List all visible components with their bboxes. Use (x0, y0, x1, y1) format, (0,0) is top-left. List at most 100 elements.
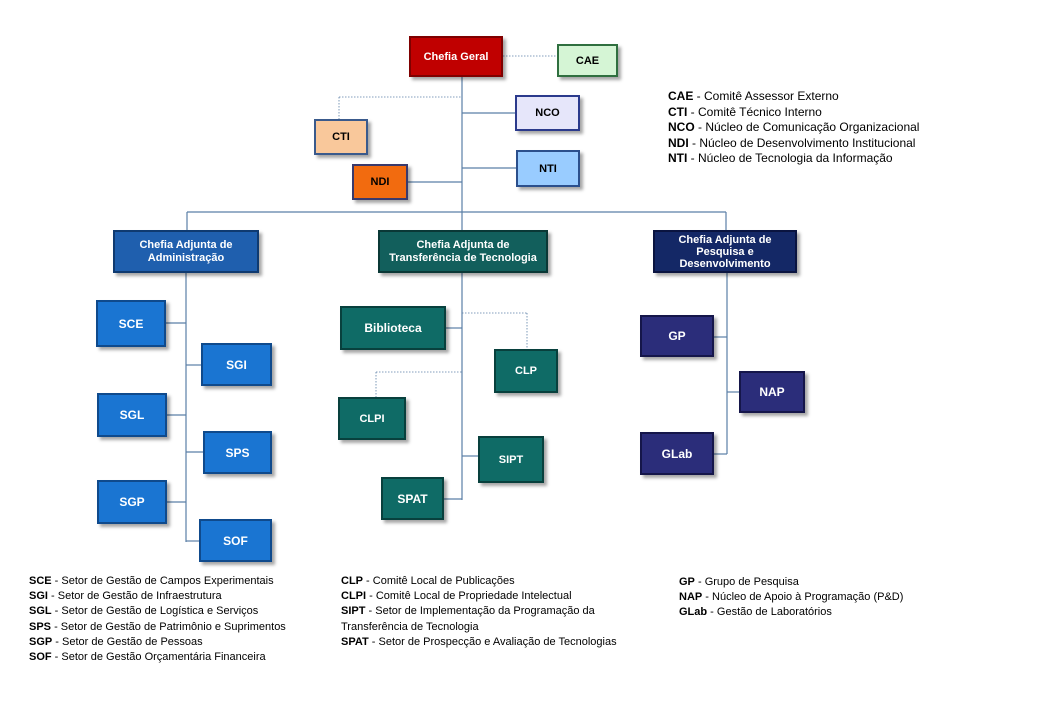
node-label: CTI (332, 131, 350, 143)
node-label: GLab (661, 446, 693, 461)
legend-abbr: GP (679, 576, 695, 588)
legend-abbr: SGL (29, 605, 52, 618)
node-biblioteca: Biblioteca (340, 306, 446, 350)
legend-desc: Setor de Gestão de Campos Experimentais (61, 575, 274, 587)
node-label: CLP (515, 365, 537, 377)
legend-desc: Setor de Gestão de Logística e Serviços (61, 605, 259, 618)
legend-desc: Grupo de Pesquisa (704, 576, 799, 588)
node-label: Chefia Adjunta de Pesquisa e Desenvolvim… (678, 233, 772, 270)
legend-abbr: SIPT (341, 605, 366, 618)
legend-desc: Setor de Implementação da Programação da (375, 605, 595, 618)
node-chefia-adjunta-administracao: Chefia Adjunta de Administração (113, 230, 259, 273)
legend-desc: Núcleo de Comunicação Organizacional (705, 120, 920, 134)
legend-entry: SCE - Setor de Gestão de Campos Experime… (29, 575, 274, 587)
legend-desc: Núcleo de Desenvolvimento Institucional (699, 135, 916, 150)
node-label: SGP (119, 495, 145, 509)
node-sgl: SGL (97, 393, 167, 437)
legend-entry: GP - Grupo de Pesquisa (679, 576, 799, 588)
node-label: SIPT (498, 453, 524, 466)
legend-abbr: CAE (668, 89, 694, 103)
legend-entry: CAE - Comitê Assessor Externo (668, 89, 839, 103)
node-label: Biblioteca (364, 321, 422, 335)
node-sof: SOF (199, 519, 272, 562)
node-sps: SPS (203, 431, 272, 474)
node-label: Chefia Adjunta de Transferência de Tecno… (389, 238, 537, 264)
legend-abbr: GLab (679, 606, 708, 619)
node-label: SPS (225, 445, 250, 460)
legend-desc: Comitê Assessor Externo (704, 89, 839, 103)
node-label: CLPI (359, 412, 385, 425)
legend-entry: SPS - Setor de Gestão de Patrimônio e Su… (29, 620, 286, 633)
node-sgi: SGI (201, 343, 272, 386)
node-glab: GLab (640, 432, 714, 475)
legend-desc: Núcleo de Apoio à Programação (P&D) (712, 591, 904, 604)
legend-desc: Setor de Gestão de Patrimônio e Suprimen… (60, 620, 286, 633)
legend-desc: Transferência de Tecnologia (341, 620, 479, 633)
node-label: SCE (118, 316, 144, 331)
legend-entry: Transferência de Tecnologia (341, 620, 661, 635)
legend-desc: Setor de Prospecção e Avaliação de Tecno… (378, 635, 617, 648)
legend-desc: Comitê Técnico Interno (698, 104, 822, 119)
node-label: GP (668, 329, 686, 343)
legend-desc: Comitê Local de Publicações (372, 575, 515, 587)
legend-administracao: SCE - Setor de Gestão de Campos Experime… (29, 574, 329, 665)
legend-abbr: CTI (668, 104, 688, 119)
node-ndi: NDI (352, 164, 408, 200)
node-gp: GP (640, 315, 714, 357)
node-label: SOF (223, 533, 248, 548)
node-label: NTI (539, 162, 557, 175)
legend-abbr: SPS (29, 620, 52, 633)
node-label: NCO (535, 107, 560, 119)
legend-entry: NTI - Núcleo de Tecnologia da Informação (668, 151, 893, 165)
node-sipt: SIPT (478, 436, 544, 483)
legend-entry: SGL - Setor de Gestão de Logística e Ser… (29, 605, 259, 618)
legend-abbr: NAP (679, 591, 703, 604)
legend-abbr: SCE (29, 575, 52, 587)
node-label: Chefia Adjunta de Administração (139, 238, 233, 264)
legend-abbr: SPAT (341, 635, 369, 648)
node-sgp: SGP (97, 480, 167, 524)
node-label: CAE (575, 54, 600, 67)
legend-entry: SPAT - Setor de Prospecção e Avaliação d… (341, 635, 617, 648)
legend-entry: NDI - Núcleo de Desenvolvimento Instituc… (668, 135, 916, 150)
node-label: SPAT (397, 491, 428, 506)
legend-entry: CTI - Comitê Técnico Interno (668, 104, 822, 119)
node-label: SGL (119, 408, 145, 422)
legend-entry: GLab - Gestão de Laboratórios (679, 606, 832, 619)
node-spat: SPAT (381, 477, 444, 520)
legend-desc: Comitê Local de Propriedade Intelectual (375, 590, 572, 603)
legend-abbr: SOF (29, 651, 52, 664)
node-clp: CLP (494, 349, 558, 393)
legend-abbr: CLPI (341, 590, 367, 603)
legend-abbr: NTI (668, 151, 688, 165)
legend-entry: CLPI - Comitê Local de Propriedade Intel… (341, 590, 572, 603)
legend-entry: SGP - Setor de Gestão de Pessoas (29, 635, 203, 648)
legend-desc: Setor de Gestão Orçamentária Financeira (61, 651, 266, 664)
node-nap: NAP (739, 371, 805, 413)
legend-entry: SOF - Setor de Gestão Orçamentária Finan… (29, 651, 266, 664)
legend-desc: Gestão de Laboratórios (716, 606, 832, 619)
node-cti: CTI (314, 119, 368, 155)
node-nco: NCO (515, 95, 580, 131)
node-chefia-adjunta-pesquisa: Chefia Adjunta de Pesquisa e Desenvolvim… (653, 230, 797, 273)
node-chefia-geral: Chefia Geral (409, 36, 503, 77)
node-nti: NTI (516, 150, 580, 187)
node-label: Chefia Geral (423, 50, 489, 63)
legend-entry: SGI - Setor de Gestão de Infraestrutura (29, 590, 222, 603)
legend-abbr: SGI (29, 590, 48, 603)
legend-entry: SIPT - Setor de Implementação da Program… (341, 605, 595, 618)
legend-abbr: NCO (668, 120, 695, 134)
legend-desc: Setor de Gestão de Infraestrutura (57, 590, 222, 603)
node-sce: SCE (96, 300, 166, 347)
legend-entry: NAP - Núcleo de Apoio à Programação (P&D… (679, 591, 904, 604)
legend-abbr: NDI (668, 135, 689, 150)
node-label: NDI (370, 176, 390, 188)
legend-entry: NCO - Núcleo de Comunicação Organizacion… (668, 120, 920, 134)
node-label: SGI (226, 357, 247, 372)
node-chefia-adjunta-transferencia: Chefia Adjunta de Transferência de Tecno… (378, 230, 548, 273)
legend-abbr: SGP (29, 635, 53, 648)
